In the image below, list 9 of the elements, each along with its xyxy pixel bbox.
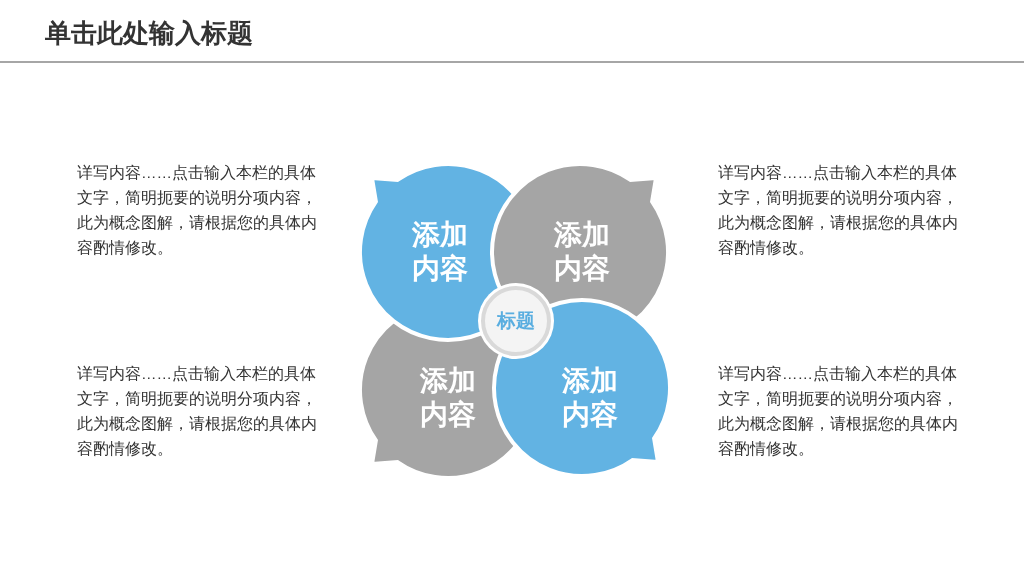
petal-text: 添加内容 bbox=[554, 218, 610, 286]
title-text: 单击此处输入标题 bbox=[45, 17, 253, 50]
petal-text: 添加内容 bbox=[412, 218, 468, 286]
description-text: 详写内容……点击输入本栏的具体文字，简明扼要的说明分项内容，此为概念图解，请根据您的具体内容酌情修改。 bbox=[718, 364, 959, 459]
description-text: 详写内容……点击输入本栏的具体文字，简明扼要的说明分项内容，此为概念图解，请根据您的具体内容酌情修改。 bbox=[718, 163, 959, 258]
petal-text: 添加内容 bbox=[562, 364, 618, 432]
petal-text: 添加内容 bbox=[420, 364, 476, 432]
description-text: 详写内容……点击输入本栏的具体文字，简明扼要的说明分项内容，此为概念图解，请根据您的具体内容酌情修改。 bbox=[77, 364, 318, 459]
description-text: 详写内容……点击输入本栏的具体文字，简明扼要的说明分项内容，此为概念图解，请根据您的具体内容酌情修改。 bbox=[77, 163, 318, 258]
